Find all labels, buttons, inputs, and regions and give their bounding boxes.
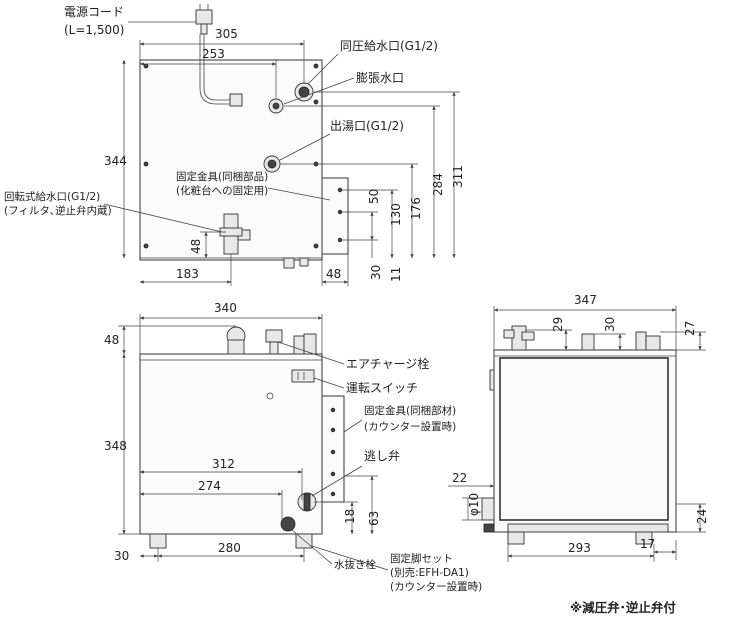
side-expansion-icon	[635, 331, 647, 351]
label-same-pressure-inlet: 同圧給水口(G1/2)	[340, 39, 438, 53]
dim-280: 280	[218, 541, 241, 555]
side-drain-icon	[483, 523, 495, 533]
label-air-charge: エアチャージ栓	[346, 356, 429, 371]
dim-284: 284	[431, 173, 445, 196]
power-cord-line	[203, 34, 236, 101]
label-leg-set-1: 固定脚セット	[390, 552, 453, 565]
dim-30-top: 30	[369, 265, 383, 280]
label-relief-valve: 逃し弁	[364, 448, 400, 463]
label-bracket-top-2: (化粧台への固定用)	[176, 184, 268, 197]
bottom-fitting-icon	[283, 257, 295, 269]
top-view-bracket	[321, 177, 349, 255]
label-bracket-front-2: (カウンター設置時)	[364, 420, 456, 433]
dim-312: 312	[212, 457, 235, 471]
dim-17: 17	[640, 537, 655, 551]
dim-348: 348	[104, 439, 127, 453]
front-view: 340 48 348 312 274 18 63 30 280 エアチャージ栓 …	[104, 301, 482, 593]
dim-48-bracket: 48	[326, 267, 341, 281]
label-rotary-inlet-2: (フィルタ､逆止弁内蔵)	[4, 204, 112, 217]
dim-24: 24	[695, 509, 709, 524]
footnote: ※減圧弁･逆止弁付	[570, 600, 676, 615]
indicator-icon	[266, 392, 274, 400]
label-bracket-front-1: 固定金具(同梱部材)	[364, 404, 456, 417]
front-rotary-inlet-icon	[226, 326, 246, 355]
run-switch-icon	[291, 369, 315, 383]
dim-50: 50	[367, 189, 381, 204]
dim-30-side: 30	[603, 317, 617, 332]
air-charge-valve-icon	[265, 329, 283, 355]
label-drain-plug: 水抜き栓	[334, 558, 376, 571]
cord-grommet-icon	[229, 93, 243, 107]
dim-63: 63	[367, 511, 381, 526]
label-bracket-top-1: 固定金具(同梱部品)	[176, 170, 268, 183]
dim-183: 183	[176, 267, 199, 281]
side-leg-left	[507, 531, 525, 545]
label-leg-set-3: (カウンター設置時)	[390, 580, 482, 593]
power-plug-icon	[195, 4, 213, 35]
side-inlet-icon	[503, 325, 535, 351]
top-view: 305 253 344 311 284 176 130 50 30 11 48 …	[4, 4, 465, 286]
dim-22: 22	[452, 471, 467, 485]
side-leg-right	[635, 531, 653, 545]
dim-274: 274	[198, 479, 221, 493]
dim-11: 11	[389, 267, 403, 282]
dim-27: 27	[683, 321, 697, 336]
dim-30-front: 30	[114, 549, 129, 563]
side-view: 347 29 30 27 22 φ10 24 293 17	[448, 293, 709, 562]
dim-305: 305	[215, 27, 238, 41]
front-view-body	[139, 353, 323, 535]
side-air-charge-icon	[581, 333, 595, 351]
dim-340: 340	[214, 301, 237, 315]
label-run-switch: 運転スイッチ	[346, 381, 418, 395]
dim-347: 347	[574, 293, 597, 307]
label-power-cord: 電源コード	[64, 5, 124, 19]
front-leg-left	[149, 533, 167, 549]
rotary-inlet-icon	[219, 213, 251, 255]
dim-253: 253	[202, 47, 225, 61]
dim-48-top: 48	[189, 239, 203, 254]
label-rotary-inlet-1: 回転式給水口(G1/2)	[4, 190, 100, 203]
label-power-cord-length: (L=1,500)	[64, 23, 124, 37]
dim-18: 18	[343, 509, 357, 524]
dim-344: 344	[104, 154, 127, 168]
dim-293: 293	[568, 541, 591, 555]
label-hot-outlet: 出湯口(G1/2)	[330, 119, 404, 133]
dim-phi10: φ10	[467, 493, 481, 516]
label-leg-set-2: (別売:EFH-DA1)	[390, 566, 469, 579]
dim-29: 29	[551, 317, 565, 332]
dim-130: 130	[389, 203, 403, 226]
side-relief-valve-icon	[481, 497, 495, 521]
side-view-body	[493, 349, 677, 533]
label-expansion-port: 膨張水口	[356, 71, 404, 85]
side-view-base	[507, 523, 669, 533]
dim-311: 311	[451, 165, 465, 188]
drain-plug-icon	[280, 516, 296, 532]
dim-176: 176	[409, 197, 423, 220]
front-leg-right	[295, 533, 313, 549]
dim-48-front: 48	[104, 333, 119, 347]
